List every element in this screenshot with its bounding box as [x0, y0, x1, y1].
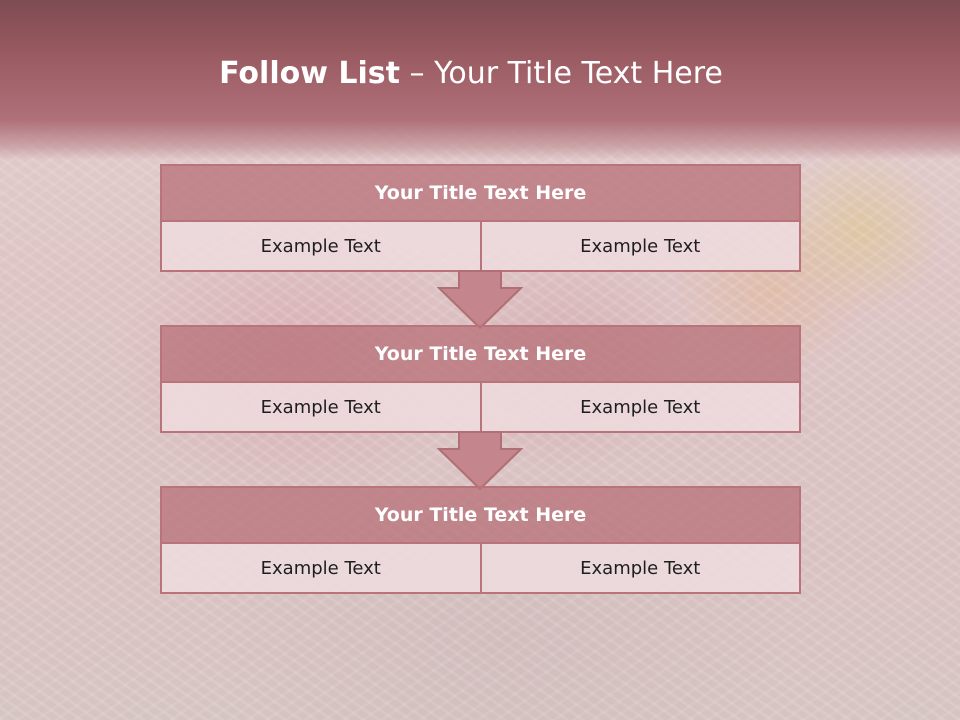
block-row: Example Text Example Text	[162, 544, 799, 592]
block-title: Your Title Text Here	[162, 166, 799, 222]
block-cell-right: Example Text	[479, 544, 799, 592]
block-cell-left: Example Text	[162, 383, 480, 431]
list-block-3: Your Title Text Here Example Text Exampl…	[160, 486, 801, 594]
slide-title-rest: Your Title Text Here	[434, 56, 723, 91]
block-cell-left: Example Text	[162, 544, 480, 592]
slide-title-separator: –	[409, 56, 425, 91]
slide-title: Follow List – Your Title Text Here	[0, 56, 942, 91]
header-band	[0, 0, 960, 160]
block-cell-right: Example Text	[479, 383, 799, 431]
block-row: Example Text Example Text	[162, 222, 799, 270]
block-row: Example Text Example Text	[162, 383, 799, 431]
block-title: Your Title Text Here	[162, 488, 799, 544]
block-cell-right: Example Text	[479, 222, 799, 270]
block-cell-left: Example Text	[162, 222, 480, 270]
slide-title-bold: Follow List	[219, 56, 400, 91]
block-title: Your Title Text Here	[162, 327, 799, 383]
list-block-1: Your Title Text Here Example Text Exampl…	[160, 164, 801, 272]
down-arrow-icon	[437, 270, 523, 330]
list-block-2: Your Title Text Here Example Text Exampl…	[160, 325, 801, 433]
down-arrow-icon	[437, 431, 523, 491]
